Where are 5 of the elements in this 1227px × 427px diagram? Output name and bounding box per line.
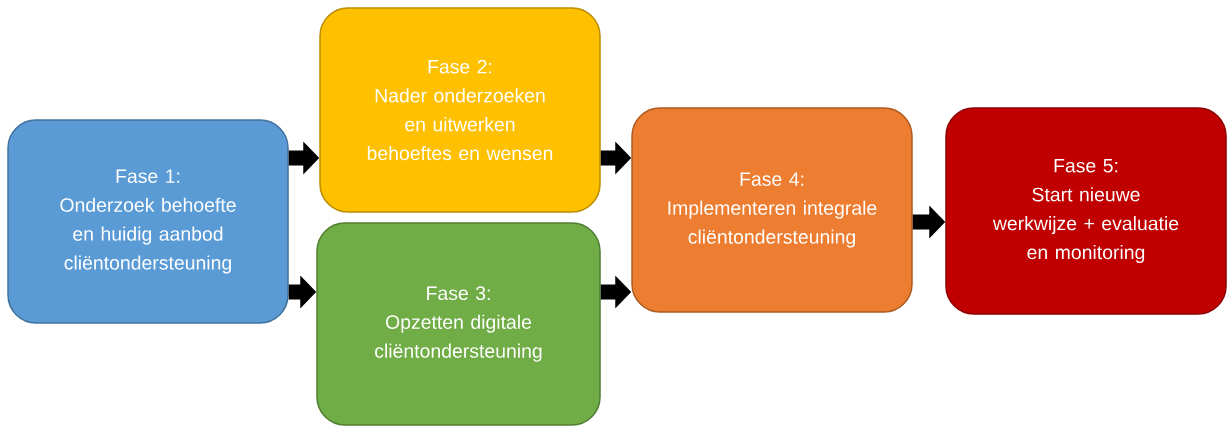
process-box: Fase 5: Start nieuwe werkwijze + evaluatie en monitoring — [945, 107, 1227, 315]
process-box: Fase 1: Onderzoek behoefte en huidig aanbod cliëntondersteuning — [7, 119, 289, 324]
process-box: Fase 4: Implementeren integrale cliëntondersteuning — [631, 107, 913, 313]
process-box: Fase 2: Nader onderzoeken en uitwerken behoeftes en wensen — [319, 7, 601, 213]
process-box: Fase 3: Opzetten digitale cliëntondersteuning — [316, 222, 601, 426]
